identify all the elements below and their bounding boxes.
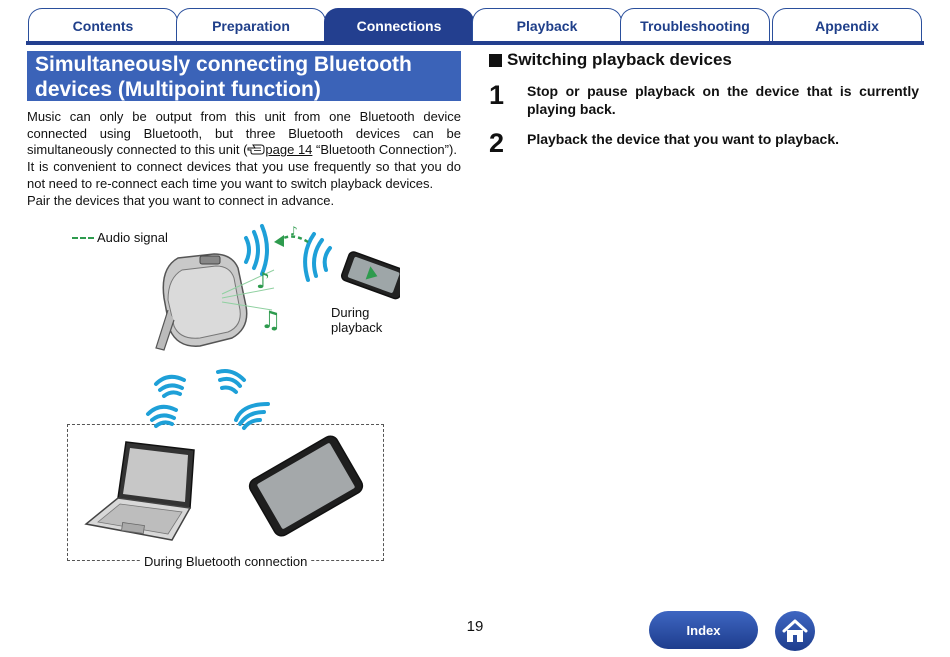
multipoint-illustration: Audio signal ♪ ♪ [60, 218, 400, 578]
page-number: 19 [455, 618, 495, 635]
home-button[interactable] [775, 611, 815, 651]
section-title: Simultaneously connecting Bluetooth devi… [27, 51, 461, 101]
tab-preparation[interactable]: Preparation [176, 8, 326, 42]
section-body: Music can only be output from this unit … [27, 109, 461, 209]
step-text: Stop or pause playback on the device tha… [527, 82, 919, 118]
tab-underline [26, 41, 924, 45]
hand-pointer-icon [247, 143, 265, 155]
step-text: Playback the device that you want to pla… [527, 130, 919, 148]
paragraph-multipoint: Music can only be output from this unit … [27, 109, 461, 159]
paragraph-convenience: It is convenient to connect devices that… [27, 159, 461, 192]
bluetooth-wave-icon [246, 226, 267, 274]
tab-connections[interactable]: Connections [324, 8, 474, 42]
index-button[interactable]: Index [649, 611, 758, 649]
paragraph-pairing: Pair the devices that you want to connec… [27, 193, 461, 210]
bluetooth-wave-icon [148, 371, 268, 428]
step-number: 1 [489, 80, 504, 111]
square-bullet-icon [489, 54, 502, 67]
paragraph-text: “Bluetooth Connection”). [312, 142, 457, 157]
smartphone-playback-icon [340, 251, 400, 300]
page-reference-link[interactable]: page 14 [265, 142, 312, 157]
caption-during-playback: During playback [331, 305, 400, 335]
step-number: 2 [489, 128, 504, 159]
illustration-drawing: ♪ ♪ ♫ [60, 218, 400, 558]
bluetooth-wave-icon [305, 234, 330, 280]
caption-during-bluetooth-connection: During Bluetooth connection [141, 554, 310, 569]
svg-text:♪: ♪ [290, 224, 298, 238]
svg-text:♫: ♫ [260, 306, 282, 334]
tab-contents[interactable]: Contents [28, 8, 178, 42]
laptop-icon [86, 442, 194, 540]
tab-appendix[interactable]: Appendix [772, 8, 922, 42]
switching-heading-text: Switching playback devices [507, 50, 732, 70]
tablet-icon [247, 433, 366, 538]
svg-text:♪: ♪ [256, 269, 270, 294]
switching-heading: Switching playback devices [489, 50, 732, 70]
arrow-head-icon [274, 235, 284, 247]
tab-playback[interactable]: Playback [472, 8, 622, 42]
tab-troubleshooting[interactable]: Troubleshooting [620, 8, 770, 42]
home-icon [781, 618, 809, 644]
tab-bar: Contents Preparation Connections Playbac… [0, 0, 950, 46]
